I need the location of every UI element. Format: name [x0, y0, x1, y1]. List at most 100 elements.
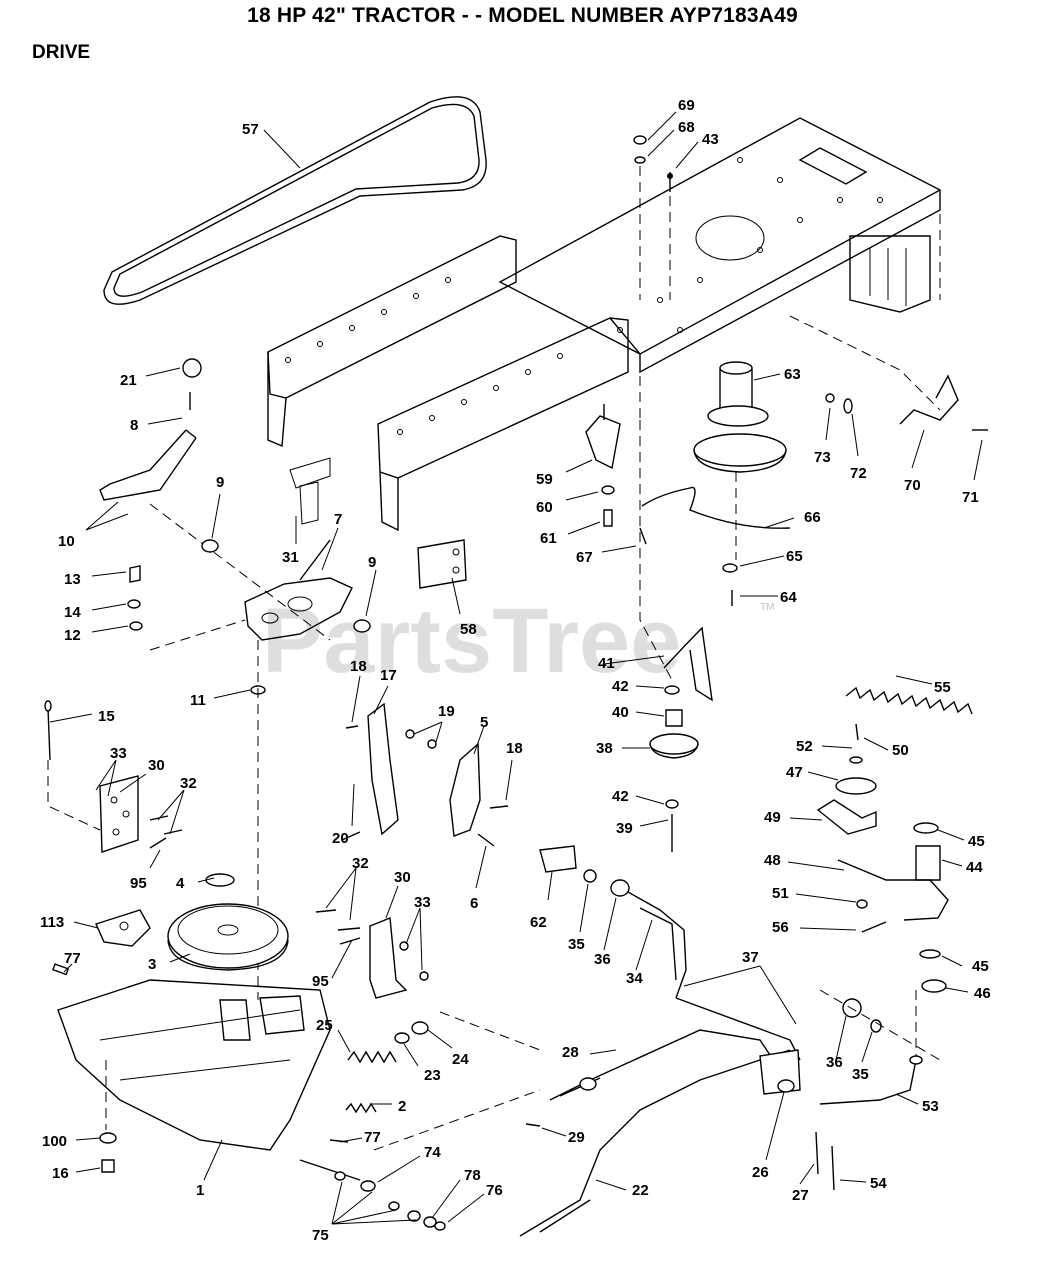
- callout: 77: [364, 1129, 381, 1146]
- linkage-washers: [299, 1011, 541, 1231]
- callout: 8: [130, 417, 138, 434]
- callout: 72: [850, 465, 867, 482]
- callout: 18: [350, 658, 367, 675]
- callout: 11: [190, 692, 206, 709]
- callout: 9: [368, 554, 376, 571]
- callout: 28: [562, 1044, 579, 1061]
- callout-labels: 57 69 68 43 63 73 72 70 71 21 8 9 10 31 …: [40, 97, 991, 1244]
- callout: 50: [892, 742, 909, 759]
- cross-shaft: [539, 845, 801, 1061]
- callout: 60: [536, 499, 553, 516]
- mounting-bracket-left: [44, 700, 183, 853]
- callout: 95: [130, 875, 147, 892]
- callout: 15: [98, 708, 115, 725]
- page-title: 18 HP 42" TRACTOR - - MODEL NUMBER AYP71…: [247, 4, 798, 27]
- callout: 1: [196, 1182, 204, 1199]
- callout: 54: [870, 1175, 887, 1192]
- callout: 51: [772, 885, 789, 902]
- bracket-58: [417, 539, 467, 589]
- callout: 25: [316, 1017, 333, 1034]
- callout: 36: [826, 1054, 843, 1071]
- callout: 43: [702, 131, 719, 148]
- callout: 9: [216, 474, 224, 491]
- callout: 13: [64, 571, 81, 588]
- callout: 113: [40, 914, 64, 931]
- callout: 69: [678, 97, 695, 114]
- callout: 35: [852, 1066, 869, 1083]
- callout: 56: [772, 919, 789, 936]
- callout: 47: [786, 764, 803, 781]
- callout: 66: [804, 509, 821, 526]
- callout: 3: [148, 956, 156, 973]
- callout: 71: [962, 489, 979, 506]
- callout: 10: [58, 533, 75, 550]
- callout: 78: [464, 1167, 481, 1184]
- callout: 14: [64, 604, 81, 621]
- brake-rods: [519, 989, 941, 1237]
- callout: 34: [626, 970, 643, 987]
- callout: 58: [460, 621, 477, 638]
- transmission-pulley: [167, 873, 289, 971]
- bracket-113: [95, 909, 151, 947]
- callout: 42: [612, 678, 629, 695]
- callout: 59: [536, 471, 553, 488]
- watermark: PartsTree: [262, 590, 681, 692]
- idler-pulley-assembly: [585, 361, 988, 852]
- callout: 49: [764, 809, 781, 826]
- frame-hardware: [633, 135, 673, 300]
- callout: 6: [470, 895, 478, 912]
- callout: 20: [332, 830, 349, 847]
- shift-lever: [99, 358, 331, 641]
- watermark-trademark: TM: [760, 602, 774, 613]
- shift-bracket: [149, 539, 371, 651]
- callout: 70: [904, 477, 921, 494]
- callout: 62: [530, 914, 547, 931]
- callout: 52: [796, 738, 813, 755]
- callout: 22: [632, 1182, 649, 1199]
- callout: 48: [764, 852, 781, 869]
- callout: 2: [398, 1098, 406, 1115]
- callout: 33: [414, 894, 431, 911]
- callout: 29: [568, 1129, 585, 1146]
- mounting-bracket-right: [315, 909, 429, 999]
- callout: 64: [780, 589, 797, 606]
- callout: 67: [576, 549, 593, 566]
- callout: 27: [792, 1187, 809, 1204]
- callout: 5: [480, 714, 488, 731]
- callout: 32: [352, 855, 369, 872]
- springs: [345, 1021, 429, 1114]
- callout: 4: [176, 875, 185, 892]
- callout: 63: [784, 366, 801, 383]
- callout: 65: [786, 548, 803, 565]
- callout: 45: [972, 958, 989, 975]
- callout: 19: [438, 703, 455, 720]
- callout: 37: [742, 949, 759, 966]
- callout: 95: [312, 973, 329, 990]
- callout: 26: [752, 1164, 769, 1181]
- callout: 41: [598, 655, 615, 672]
- callout: 38: [596, 740, 613, 757]
- callout: 42: [612, 788, 629, 805]
- callout: 30: [394, 869, 411, 886]
- callout: 55: [934, 679, 951, 696]
- callout: 12: [64, 627, 81, 644]
- bracket-bolts: [127, 565, 266, 1000]
- section-label: DRIVE: [32, 42, 91, 63]
- callout: 77: [64, 950, 81, 967]
- leader-lines: [49, 111, 983, 1225]
- drive-belt: [103, 96, 487, 305]
- callout: 40: [612, 704, 629, 721]
- callout: 7: [334, 511, 342, 528]
- callout: 23: [424, 1067, 441, 1084]
- idler-bracket: [816, 723, 949, 1105]
- callout: 46: [974, 985, 991, 1002]
- callout: 76: [486, 1182, 503, 1199]
- callout: 57: [242, 121, 259, 138]
- callout: 44: [966, 859, 983, 876]
- callout: 21: [120, 372, 137, 389]
- callout: 31: [282, 549, 299, 566]
- callout: 16: [52, 1165, 69, 1182]
- callout: 17: [380, 667, 397, 684]
- callout: 45: [968, 833, 985, 850]
